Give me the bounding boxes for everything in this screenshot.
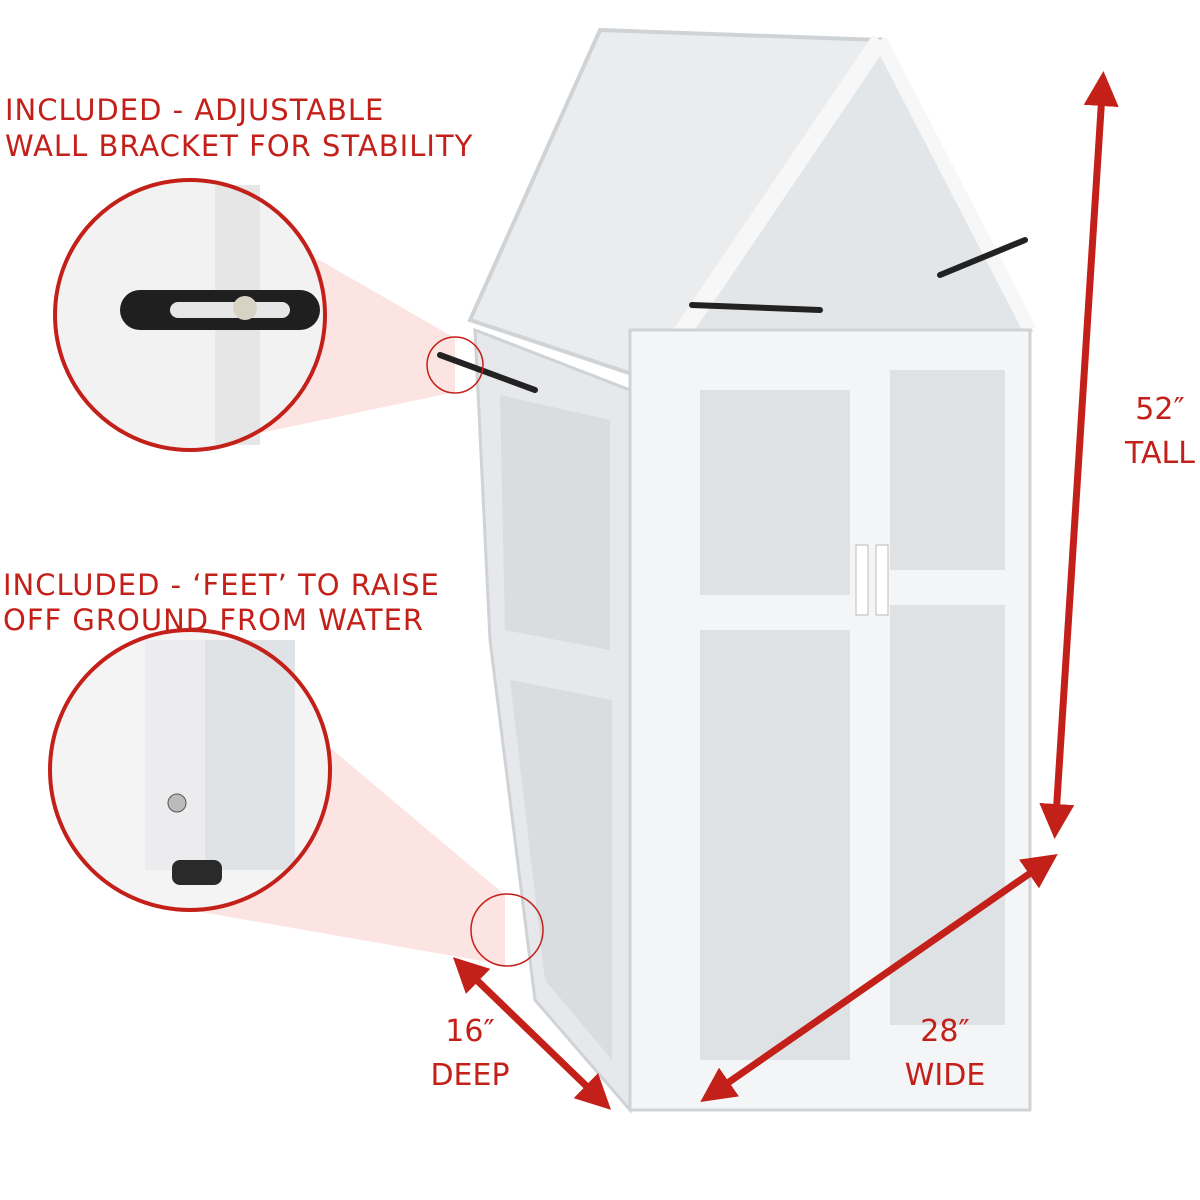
- bracket-highlight-ring: [426, 336, 484, 394]
- bracket-callout-line2: WALL BRACKET FOR STABILITY: [5, 129, 474, 163]
- roof-bracket-icons: [437, 237, 1028, 393]
- depth-arrow: [452, 957, 612, 1110]
- height-value: 52″: [1135, 392, 1185, 427]
- bracket-detail-circle: [53, 178, 327, 452]
- depth-label: DEEP: [430, 1057, 510, 1093]
- feet-callout-line2: OFF GROUND FROM WATER: [3, 603, 425, 637]
- width-arrow: [700, 854, 1058, 1102]
- greenhouse-roof: [467, 27, 1037, 386]
- greenhouse-side: [473, 327, 632, 1115]
- height-dimension: 52″ TALL: [1120, 388, 1200, 475]
- height-label: TALL: [1125, 435, 1195, 471]
- feet-detail-circle: [48, 628, 332, 912]
- width-label: WIDE: [904, 1057, 986, 1093]
- height-arrow: [1039, 71, 1119, 839]
- width-value: 28″: [920, 1014, 970, 1049]
- bracket-callout-line1: INCLUDED - ADJUSTABLE: [5, 93, 385, 127]
- feet-callout-line1: INCLUDED - ‘FEET’ TO RAISE: [3, 568, 440, 602]
- depth-dimension: 16″ DEEP: [420, 1010, 520, 1097]
- greenhouse-front: [628, 328, 1032, 1112]
- depth-value: 16″: [445, 1014, 495, 1049]
- width-dimension: 28″ WIDE: [890, 1010, 1000, 1097]
